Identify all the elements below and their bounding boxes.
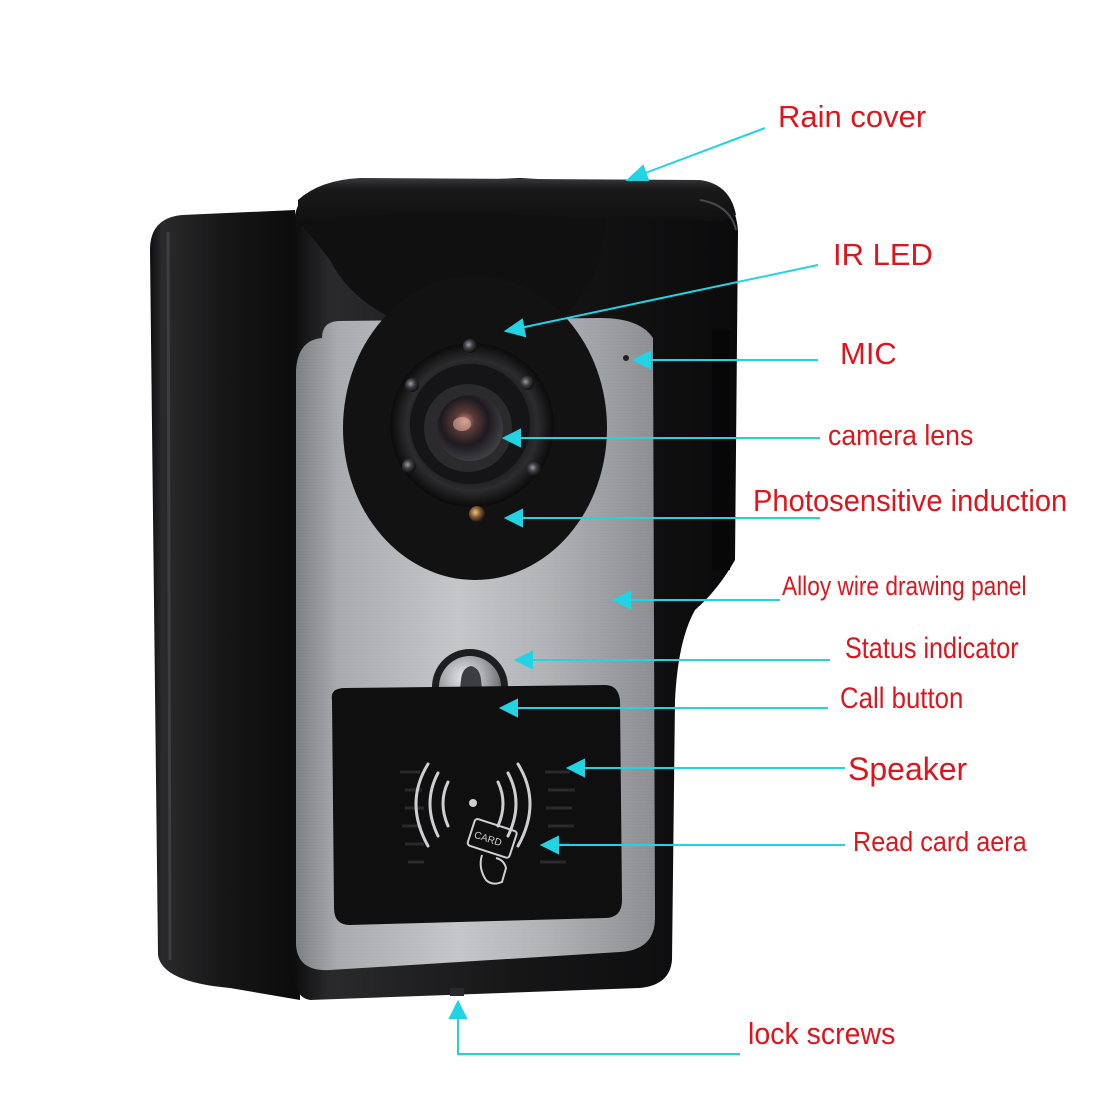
label-mic: MIC xyxy=(840,336,897,371)
callout-lock-screws xyxy=(448,999,740,1055)
label-read-card: Read card aera xyxy=(853,826,1027,857)
label-ir-led: IR LED xyxy=(833,237,933,272)
callout-call-button xyxy=(498,698,828,718)
photosensitive-sensor xyxy=(469,506,485,522)
mic-hole xyxy=(623,355,629,361)
label-camera-lens: camera lens xyxy=(828,420,974,452)
callout-camera-lens xyxy=(501,428,820,448)
back-housing xyxy=(150,210,300,1000)
ir-led-array xyxy=(402,339,541,476)
label-photosensitive: Photosensitive induction xyxy=(753,483,1068,518)
callout-read-card xyxy=(539,835,845,855)
callout-rain-cover xyxy=(625,127,766,181)
label-speaker: Speaker xyxy=(848,751,968,787)
callout-lines xyxy=(448,127,845,1055)
callout-mic xyxy=(631,350,818,370)
label-call-button: Call button xyxy=(840,682,964,715)
label-status-indicator: Status indicator xyxy=(845,632,1019,665)
label-rain-cover: Rain cover xyxy=(778,99,927,134)
camera-lens xyxy=(424,384,512,472)
label-lock-screws: lock screws xyxy=(748,1016,896,1051)
callout-ir-led xyxy=(503,264,819,338)
callout-alloy-panel xyxy=(611,590,780,610)
callout-photosensitive xyxy=(503,508,820,528)
speaker-card-reader-area: CARD xyxy=(331,685,622,925)
callout-speaker xyxy=(565,758,845,778)
lock-screw xyxy=(450,988,464,996)
rfid-wave-icon xyxy=(414,762,532,848)
label-alloy-panel: Alloy wire drawing panel xyxy=(782,571,1027,601)
camera-module xyxy=(343,276,607,580)
callout-status-indicator xyxy=(513,650,830,670)
